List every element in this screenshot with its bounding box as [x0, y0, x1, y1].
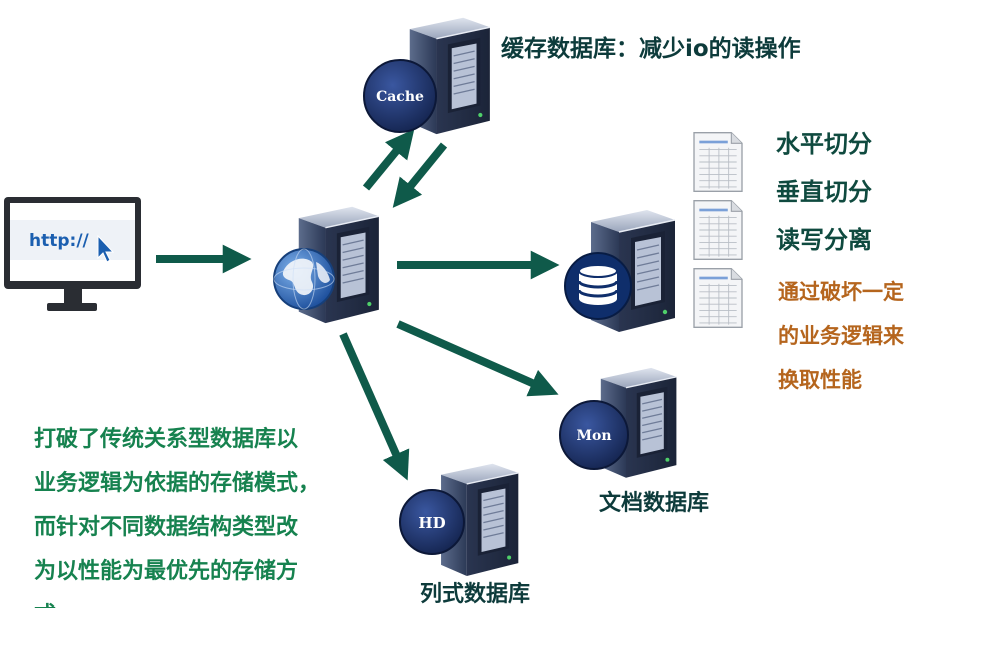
arrow-app-to-document: [396, 320, 559, 397]
description-line: 业务逻辑为依据的存储模式，: [34, 471, 321, 496]
sharding-note-line-1: 通过破坏一定: [778, 280, 904, 304]
app-server: [273, 206, 380, 324]
column-db-server: HD: [399, 463, 520, 577]
sharding-item-read-write: 读写分离: [776, 226, 872, 254]
column-badge: [399, 489, 465, 555]
document-icon: [693, 199, 743, 261]
shard-documents: [693, 131, 743, 329]
description-line: 而针对不同数据结构类型改: [34, 515, 299, 540]
browser-url-text: http://: [29, 231, 90, 251]
sharding-note-line-3: 换取性能: [778, 368, 862, 392]
arrow-app-to-cache: [362, 129, 415, 191]
arrow-cache-to-app: [392, 142, 448, 208]
document-badge: [559, 400, 629, 470]
monitor-icon: [4, 197, 141, 311]
flow-arrows: [156, 129, 560, 481]
description-line: 为以性能为最优先的存储方: [34, 559, 299, 584]
sharding-item-vertical: 垂直切分: [776, 178, 872, 206]
cache-badge: [363, 59, 437, 133]
nosql-description: 打破了传统关系型数据库以 业务逻辑为依据的存储模式， 而针对不同数据结构类型改 …: [34, 418, 320, 608]
cache-caption: 缓存数据库：减少io的读操作: [501, 36, 801, 62]
column-db-caption: 列式数据库: [420, 582, 531, 607]
description-line: 式: [34, 594, 320, 608]
cursor-icon: [97, 234, 115, 263]
document-db-caption: 文档数据库: [599, 491, 710, 516]
relational-db-server: [564, 209, 676, 333]
cache-server: Cache: [363, 17, 491, 135]
database-icon: [564, 252, 632, 320]
document-icon: [693, 267, 743, 329]
column-badge-label: HD: [418, 514, 445, 532]
document-db-server: Mon: [559, 367, 678, 479]
description-line: 打破了传统关系型数据库以: [34, 427, 299, 452]
sharding-note-line-2: 的业务逻辑来: [778, 324, 904, 348]
document-icon: [693, 131, 743, 193]
arrow-app-to-column: [339, 332, 410, 481]
browser-monitor: http://: [4, 197, 141, 311]
globe-icon: [273, 248, 335, 310]
cache-badge-label: Cache: [376, 89, 424, 105]
sharding-item-horizontal: 水平切分: [776, 130, 872, 158]
document-badge-label: Mon: [576, 428, 611, 444]
